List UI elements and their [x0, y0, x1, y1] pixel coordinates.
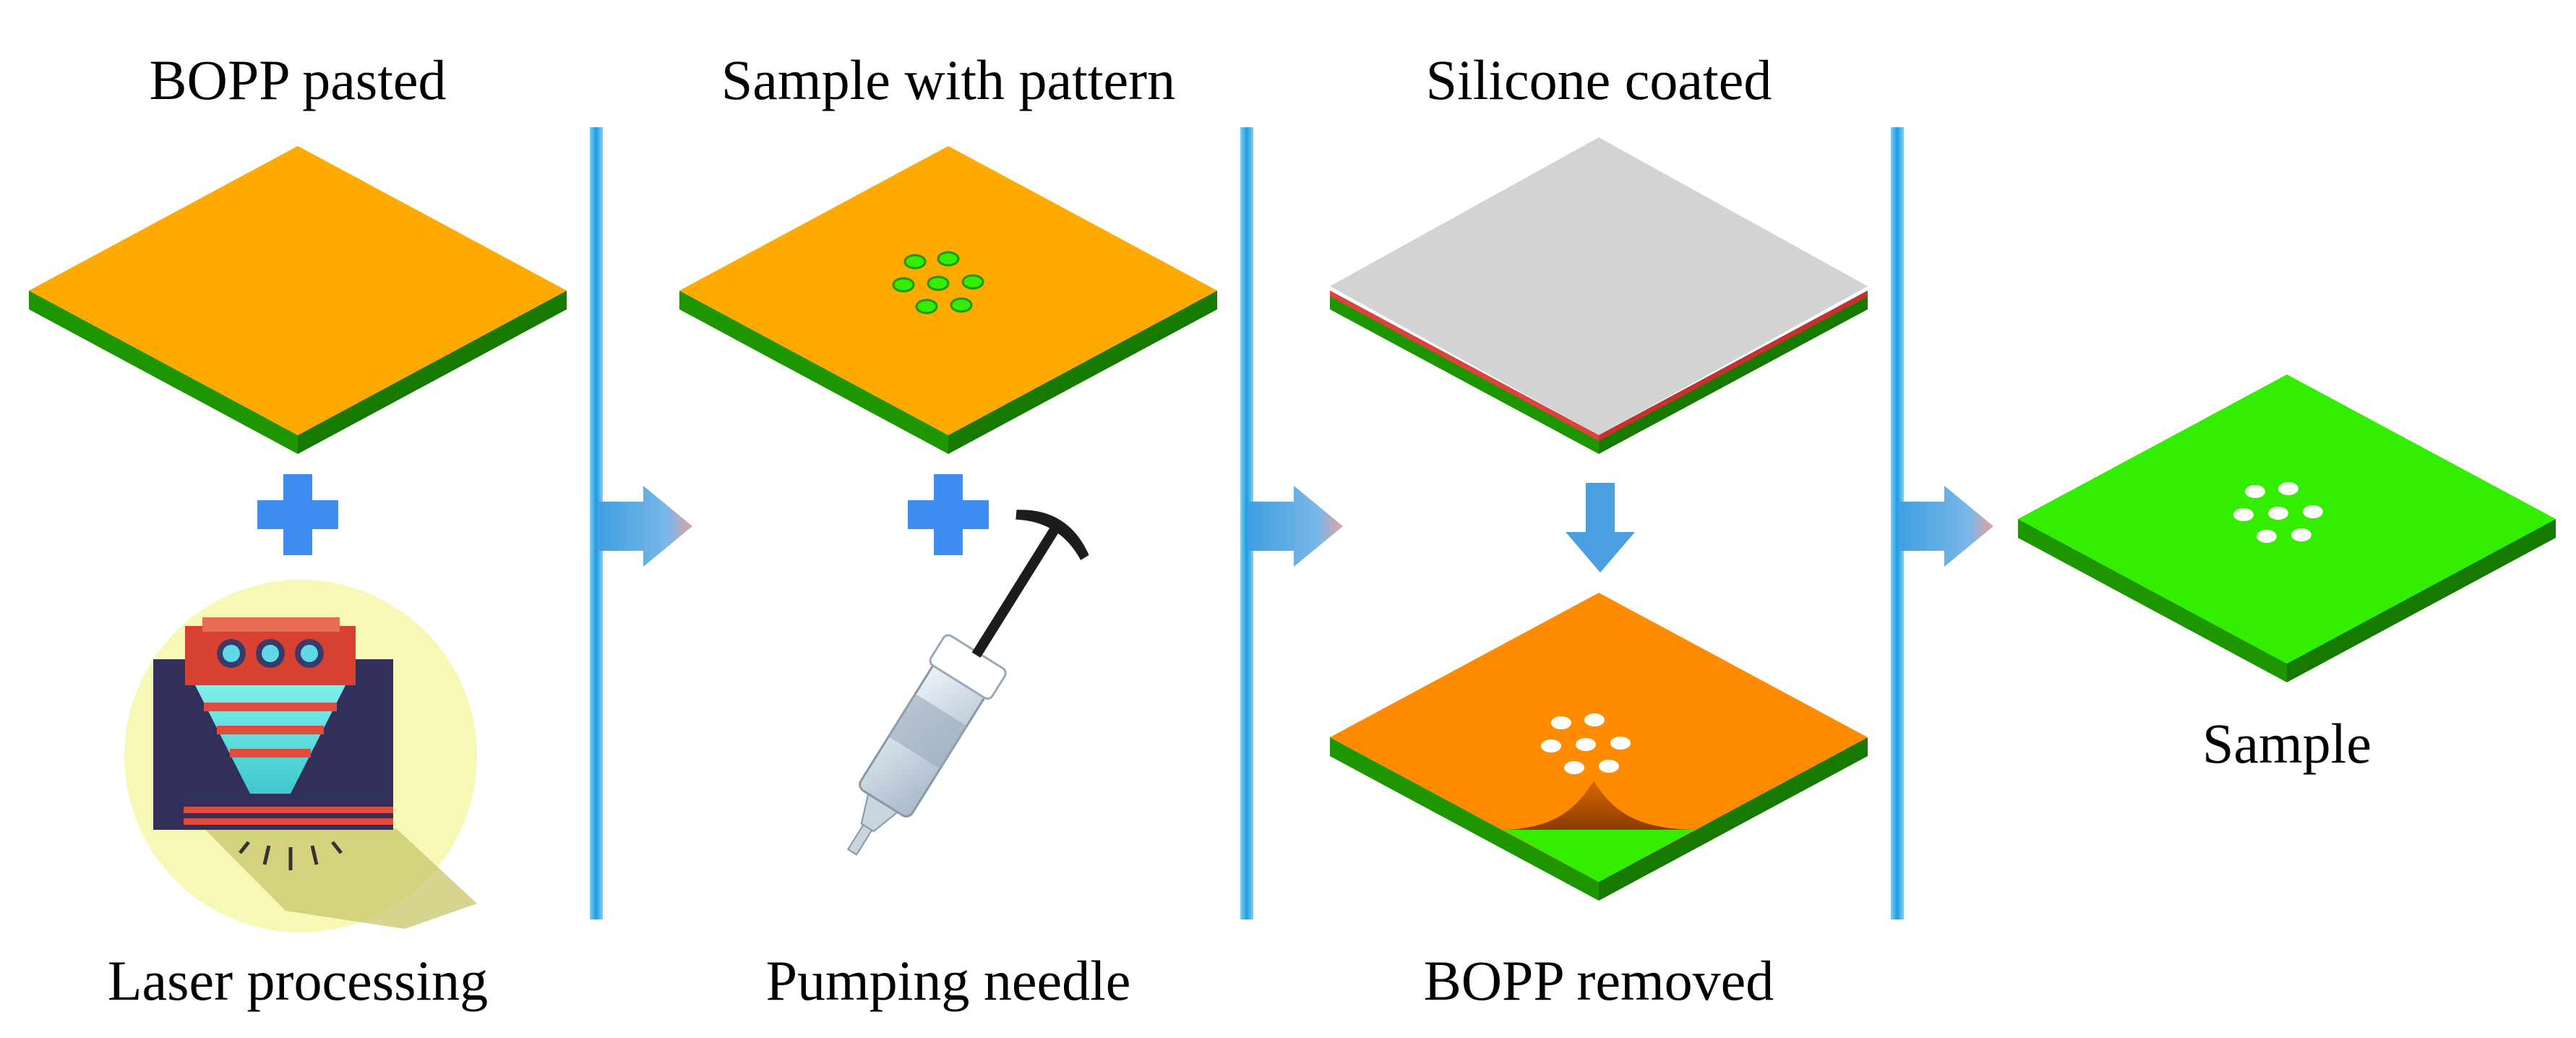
- arrow-down-icon: [1566, 483, 1635, 572]
- bopp-pasted-plate: [29, 146, 567, 454]
- label-sample: Sample: [2202, 712, 2371, 775]
- separator-line-3: [1891, 127, 1904, 919]
- final-sample-plate: [2018, 374, 2556, 682]
- label-pumping-needle: Pumping needle: [765, 949, 1131, 1012]
- separator-line-2: [1240, 127, 1253, 919]
- bopp-removed-plate: [1330, 593, 1868, 901]
- arrow-right-icon: [1898, 486, 1993, 567]
- silicone-coated-plate: [1330, 137, 1868, 454]
- plus-icon: [908, 474, 989, 555]
- plus-icon: [257, 474, 338, 555]
- syringe-icon: [846, 510, 1089, 856]
- label-bopp-removed: BOPP removed: [1423, 949, 1774, 1012]
- patterned-sample-plate: [679, 146, 1217, 454]
- separator-line-1: [590, 127, 603, 919]
- label-bopp-pasted: BOPP pasted: [149, 48, 447, 111]
- label-laser-processing: Laser processing: [107, 949, 489, 1012]
- arrow-right-icon: [597, 486, 692, 567]
- arrow-right-icon: [1248, 486, 1343, 567]
- label-sample-with-pattern: Sample with pattern: [721, 48, 1176, 111]
- laser-machine-icon: [124, 580, 477, 932]
- label-silicone-coated: Silicone coated: [1425, 48, 1772, 111]
